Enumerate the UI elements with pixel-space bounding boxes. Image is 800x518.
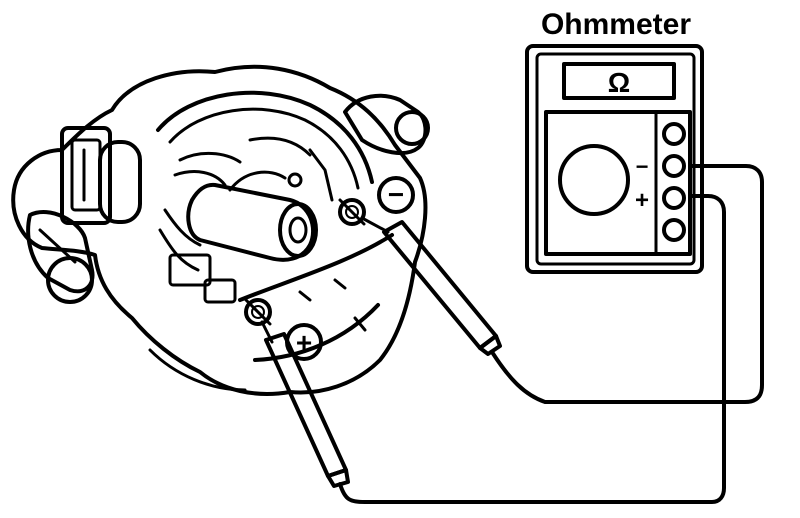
positive-terminal xyxy=(244,298,272,326)
positive-marker-symbol: + xyxy=(296,327,312,358)
negative-terminal xyxy=(338,198,366,226)
connector-plug xyxy=(60,126,142,225)
negative-lead-wire xyxy=(490,164,764,404)
ohmmeter-title: Ohmmeter xyxy=(541,8,691,41)
jack-4 xyxy=(662,218,686,242)
jack-positive-label: + xyxy=(635,187,649,214)
negative-probe xyxy=(360,216,502,356)
jack-negative-label: − xyxy=(636,154,649,179)
positive-probe xyxy=(260,320,350,488)
adjust-knob xyxy=(343,93,430,156)
terminal-jacks: − + xyxy=(635,122,686,242)
jack-positive xyxy=(662,186,686,210)
ohmmeter: Ohmmeter Ω − + xyxy=(525,8,704,274)
negative-marker: − xyxy=(377,176,415,214)
internal-wiring xyxy=(158,136,334,304)
positive-lead-wire xyxy=(338,194,726,504)
negative-marker-symbol: − xyxy=(388,179,404,210)
dial-panel xyxy=(544,110,692,256)
jack-negative xyxy=(662,154,686,178)
rotor-cylinder xyxy=(186,170,318,262)
ohm-display: Ω xyxy=(562,62,676,100)
distributor-assembly xyxy=(11,64,430,396)
selector-dial xyxy=(558,144,630,216)
ohm-unit-symbol: Ω xyxy=(608,67,630,98)
probe-wires xyxy=(338,164,764,504)
shaft-knob xyxy=(26,210,95,304)
jack-1 xyxy=(662,122,686,146)
